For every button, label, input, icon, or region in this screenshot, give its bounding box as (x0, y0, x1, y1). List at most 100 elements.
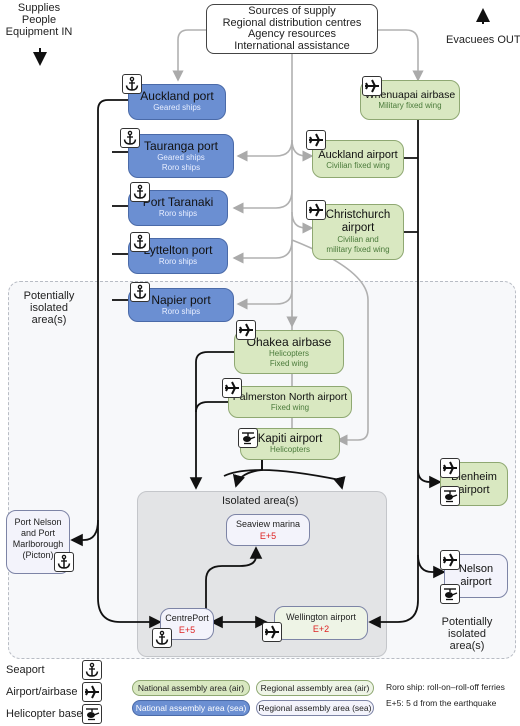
tauranga-port-anchor-icon (120, 128, 140, 148)
port-nelson-node: Port Nelson and Port Marlborough (Picton… (6, 510, 70, 574)
legend-roro-note: Roro ship: roll-on–roll-off ferries (386, 682, 505, 692)
palmerston-north-node: Palmerston North airport Fixed wing (228, 386, 352, 418)
legend-regional-sea: Regional assembly area (sea) (256, 700, 374, 716)
legend-seaport-label: Seaport (6, 664, 45, 676)
pil-line-2: isolated (30, 302, 68, 314)
palmerston-north-name: Palmerston North airport (232, 391, 348, 403)
blenheim-node: Blenheim airport (440, 462, 508, 506)
christchurch-airport-plane-icon (306, 200, 326, 220)
christchurch-airport-sub-1: Civilian and (337, 235, 379, 244)
lyttelton-port-name: Lyttelton port (143, 243, 213, 257)
evacuees-out-label: Evacuees OUT (446, 34, 520, 46)
ohakea-name: Ohakea airbase (246, 335, 332, 349)
seaview-tag: E+5 (259, 531, 277, 541)
wellington-airport-plane-icon (262, 622, 282, 642)
nelson-plane-icon (440, 550, 460, 570)
ohakea-node: Ohakea airbase Helicopters Fixed wing (234, 330, 344, 374)
pir-line-3: area(s) (449, 640, 485, 652)
kapiti-helicopter-icon (238, 428, 258, 448)
supplies-in-line-3: Equipment IN (5, 26, 73, 38)
potentially-isolated-right-label: Potentially isolated area(s) (432, 616, 502, 652)
port-nelson-anchor-icon (54, 552, 74, 572)
blenheim-helicopter-icon (440, 486, 460, 506)
nelson-helicopter-icon (440, 584, 460, 604)
ohakea-plane-icon (236, 320, 256, 340)
sources-line-3: Agency resources (247, 28, 337, 40)
port-nelson-line-2: and Port (20, 528, 56, 538)
wellington-airport-name: Wellington airport (286, 612, 356, 622)
whenuapai-name: Whenuapai airbase (364, 89, 456, 101)
wellington-airport-node: Wellington airport E+2 (274, 606, 368, 640)
supply-lines (172, 29, 424, 446)
wellington-airport-tag: E+2 (312, 624, 330, 634)
seaview-node: Seaview marina E+5 (226, 514, 310, 546)
auckland-airport-node: Auckland airport Civilian fixed wing (312, 140, 404, 178)
potentially-isolated-left-label: Potentially isolated area(s) (14, 290, 84, 326)
legend-national-air-label: National assembly area (air) (137, 683, 245, 693)
pil-line-1: Potentially (23, 290, 75, 302)
ohakea-sub-2: Fixed wing (269, 359, 309, 368)
legend-regional-air-label: Regional assembly area (air) (260, 683, 370, 693)
palmerston-north-sub-1: Fixed wing (270, 403, 310, 412)
napier-port-node: Napier port Roro ships (128, 288, 234, 322)
nelson-name: Nelson airport (458, 563, 494, 588)
centreport-name: CentrePort (165, 613, 209, 623)
napier-port-sub-1: Roro ships (161, 307, 201, 316)
blenheim-name: Blenheim airport (451, 471, 497, 496)
tauranga-port-sub-2: Roro ships (161, 163, 201, 172)
auckland-airport-sub-1: Civilian fixed wing (326, 161, 390, 170)
kapiti-sub-1: Helicopters (269, 445, 310, 454)
pil-line-3: area(s) (31, 314, 67, 326)
sources-line-1: Sources of supply (248, 5, 336, 17)
in-out-arrows (33, 8, 490, 66)
sources-line-4: International assistance (234, 39, 350, 52)
port-taranaki-sub-1: Roro ships (158, 209, 198, 218)
legend-plane-icon (82, 682, 102, 702)
ohakea-sub-1: Helicopters (268, 349, 309, 358)
port-nelson-line-4: (Picton) (22, 550, 54, 560)
distribution-lines (70, 96, 446, 629)
napier-port-anchor-icon (130, 282, 150, 302)
legend-regional-air: Regional assembly area (air) (256, 680, 374, 696)
isolated-area-label: Isolated area(s) (222, 495, 299, 507)
centreport-anchor-icon (152, 628, 172, 648)
auckland-airport-plane-icon (306, 130, 326, 150)
tauranga-port-sub-1: Geared ships (157, 153, 205, 162)
blenheim-plane-icon (440, 458, 460, 478)
legend-national-air: National assembly area (air) (132, 680, 250, 696)
auckland-port-sub-1: Geared ships (153, 103, 201, 112)
auckland-port-node: Auckland port Geared ships (128, 84, 226, 120)
legend-helicopter-icon (82, 704, 102, 724)
sources-line-2: Regional distribution centres (222, 16, 362, 29)
pir-line-1: Potentially (441, 616, 493, 628)
christchurch-airport-name: Christchurch airport (325, 209, 391, 234)
auckland-airport-name: Auckland airport (318, 149, 398, 161)
tauranga-port-node: Tauranga port Geared ships Roro ships (128, 134, 234, 178)
centreport-tag: E+5 (178, 625, 196, 635)
supplies-in-line-1: Supplies (17, 2, 61, 14)
port-nelson-line-1: Port Nelson (14, 517, 62, 527)
legend-anchor-icon (82, 660, 102, 680)
palmerston-north-plane-icon (222, 378, 242, 398)
tauranga-port-name: Tauranga port (143, 139, 219, 153)
port-nelson-line-3: Marlborough (12, 539, 64, 549)
supplies-in-line-2: People (21, 14, 57, 26)
lyttelton-port-anchor-icon (130, 232, 150, 252)
legend-helicopter-label: Helicopter base (6, 708, 83, 720)
christchurch-airport-sub-2: military fixed wing (326, 245, 390, 254)
christchurch-airport-node: Christchurch airport Civilian and milita… (312, 204, 404, 260)
pir-line-2: isolated (448, 628, 486, 640)
supplies-in-label: Supplies People Equipment IN (4, 2, 74, 38)
auckland-port-anchor-icon (122, 74, 142, 94)
lyttelton-port-sub-1: Roro ships (158, 257, 198, 266)
port-taranaki-anchor-icon (130, 182, 150, 202)
auckland-port-name: Auckland port (140, 89, 214, 103)
whenuapai-plane-icon (362, 76, 382, 96)
legend-national-sea: National assembly area (sea) (132, 700, 250, 716)
legend-national-sea-label: National assembly area (sea) (135, 703, 247, 713)
legend-regional-sea-label: Regional assembly area (sea) (258, 703, 372, 713)
whenuapai-sub-1: Military fixed wing (378, 101, 442, 110)
port-taranaki-name: Port Taranaki (142, 195, 214, 209)
